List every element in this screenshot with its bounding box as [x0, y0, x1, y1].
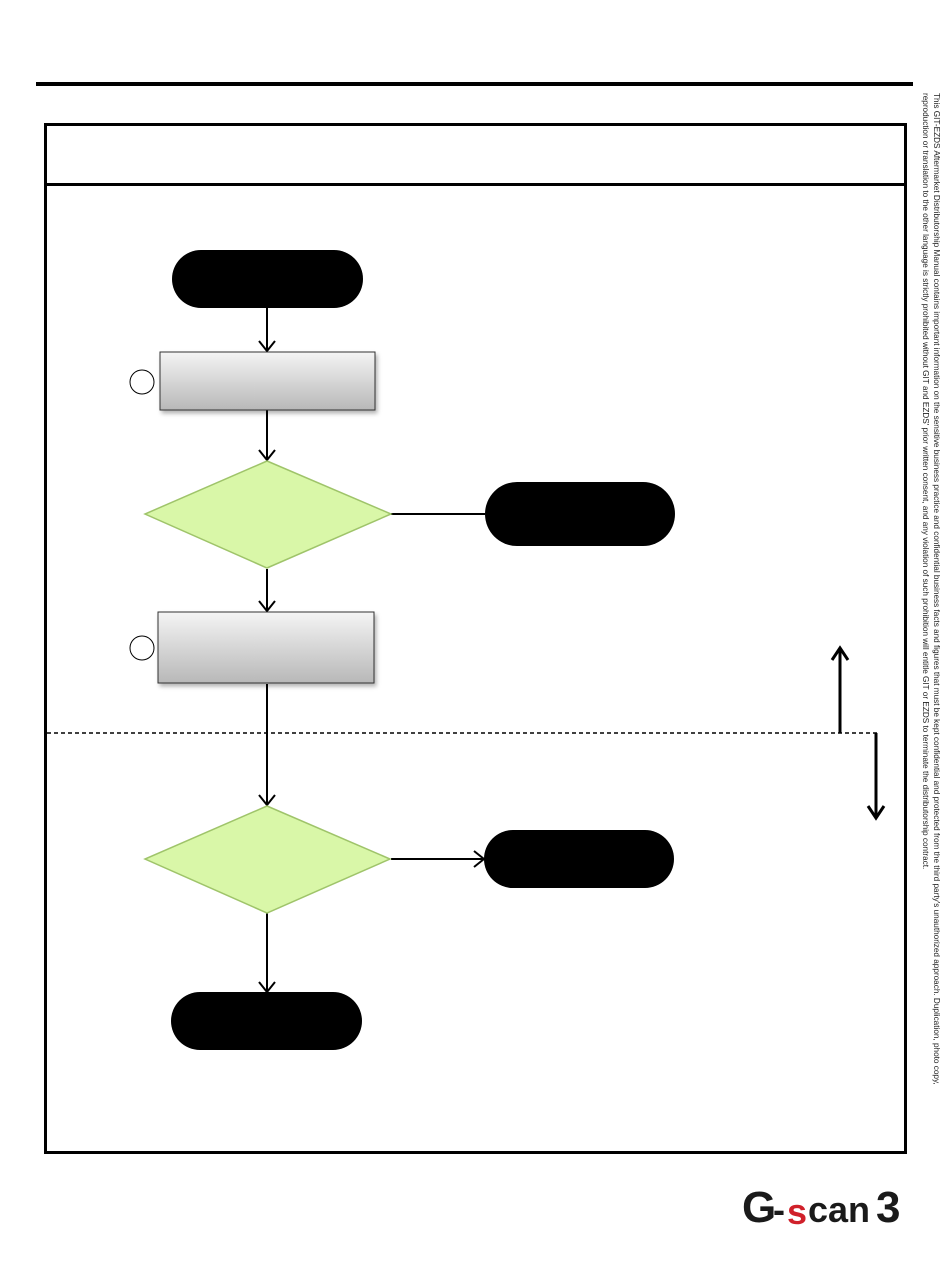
notice-line-1: This GIT-EZDS Aftermarket Distributorshi…: [932, 93, 941, 1085]
confidentiality-notice: This GIT-EZDS Aftermarket Distributorshi…: [918, 93, 942, 1155]
terminal-right-2: [484, 830, 674, 888]
diagram-frame: [44, 123, 907, 1154]
arrow-down-icon: [866, 733, 886, 821]
notice-line-2: reproduction or translation to the other…: [921, 93, 930, 870]
step-number-circle-2: [129, 635, 155, 661]
direction-arrows: [830, 645, 886, 821]
process-step-2: [157, 611, 375, 684]
logo-letter-g: G: [742, 1183, 776, 1232]
terminal-end: [171, 992, 362, 1050]
terminal-start: [172, 250, 363, 308]
logo-number-3: 3: [876, 1183, 900, 1232]
logo-word-can: can: [808, 1189, 870, 1230]
decision-1: [143, 460, 393, 569]
connector-step2-to-decision2: [258, 684, 276, 807]
terminal-right-1: [485, 482, 675, 546]
arrow-up-icon: [830, 645, 850, 733]
process-step-1: [159, 351, 376, 411]
connector-decision2-to-terminal-right: [391, 850, 486, 868]
top-rule: [36, 82, 913, 86]
decision-2: [143, 805, 392, 914]
gscan-logo: G - s can 3: [742, 1183, 900, 1232]
connector-step1-to-decision1: [258, 410, 276, 462]
step-number-circle-1: [129, 369, 155, 395]
logo-letter-s: s: [787, 1191, 807, 1232]
connector-decision2-to-end: [258, 913, 276, 994]
connector-start-to-step1: [258, 308, 276, 353]
connector-decision1-to-step2: [258, 569, 276, 613]
logo-dash: -: [773, 1189, 785, 1230]
frame-header-divider: [44, 183, 907, 186]
